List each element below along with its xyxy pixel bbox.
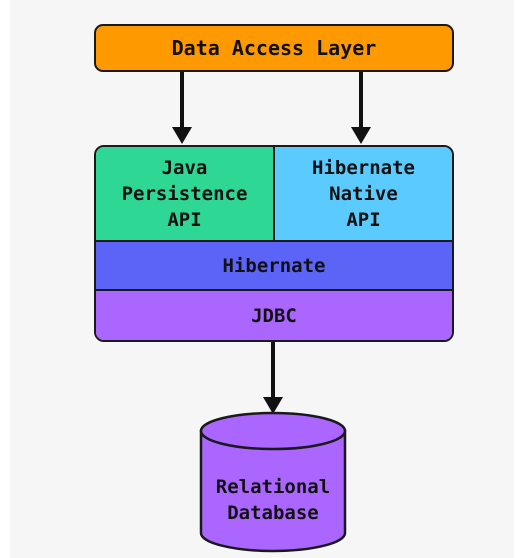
right-margin (514, 0, 526, 558)
database-label: Relational Database (215, 476, 331, 524)
arrowhead-dal-to-jpa (172, 127, 192, 144)
persistence-stack: Java Persistence API Hibernate Native AP… (94, 145, 454, 342)
jdbc-box: JDBC (96, 291, 452, 340)
hibernate-box: Hibernate (96, 242, 452, 291)
left-margin (0, 0, 10, 558)
arrowhead-dal-to-native (351, 127, 371, 144)
arrowhead-jdbc-to-database (263, 397, 283, 414)
data-access-layer-box: Data Access Layer (94, 24, 454, 72)
jpa-box: Java Persistence API (96, 147, 275, 242)
hibernate-native-api-box: Hibernate Native API (275, 147, 452, 242)
database-cylinder (199, 411, 347, 553)
